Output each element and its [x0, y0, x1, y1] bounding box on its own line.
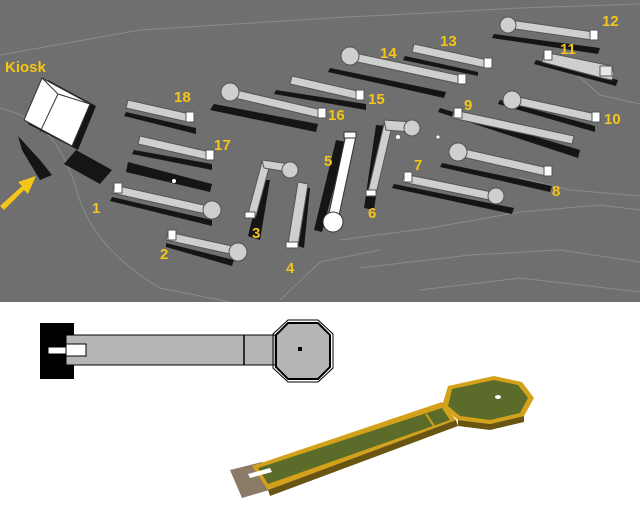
green-octagon [275, 322, 331, 380]
hole-top-view [30, 315, 340, 390]
lane-2-green [228, 242, 248, 262]
lane-1-green [202, 200, 222, 220]
lane-14-green [340, 46, 360, 66]
green-side-3d [458, 416, 524, 430]
hole-label-15: 15 [368, 91, 385, 108]
course-site-plan: Kiosk [0, 0, 640, 302]
hole-top-view-svg [40, 319, 334, 383]
green-outer-wall [272, 319, 334, 383]
tee-line [65, 343, 87, 357]
lane-side-3d [268, 420, 458, 496]
lane-turf-3d [258, 408, 450, 484]
hole-label-9: 9 [464, 97, 472, 114]
lane-3-green [281, 161, 299, 179]
lanes [111, 16, 615, 262]
lane-divider-3d [425, 413, 435, 427]
hole-label-14: 14 [380, 45, 397, 62]
lane-6-green [403, 119, 421, 137]
site-plan-svg: Kiosk [0, 0, 640, 302]
hole-label-10: 10 [604, 111, 621, 128]
cup-icon [172, 135, 440, 183]
lane-5-highlight [322, 131, 357, 233]
fairway [65, 334, 289, 366]
lane-8-green [448, 142, 468, 162]
lane-7-green [487, 187, 505, 205]
cup-icon [298, 347, 302, 351]
tee-3d [248, 468, 272, 478]
lane-12-green [499, 16, 517, 34]
hole-label-18: 18 [174, 89, 191, 106]
lane-10-green [502, 90, 522, 110]
hole-label-8: 8 [552, 183, 560, 200]
hole-label-1: 1 [92, 200, 100, 217]
hole-label-3: 3 [252, 225, 260, 242]
lane-9 [451, 109, 575, 145]
arrow-icon [0, 176, 36, 210]
green-turf-3d [448, 380, 528, 420]
hole-label-16: 16 [328, 107, 345, 124]
kiosk-label: Kiosk [5, 59, 47, 76]
hole-label-13: 13 [440, 33, 457, 50]
hole-label-12: 12 [602, 13, 619, 30]
hole-label-4: 4 [286, 260, 295, 277]
hole-label-6: 6 [368, 205, 376, 222]
hole-label-2: 2 [160, 246, 168, 263]
hole-3d-view-svg [230, 376, 534, 498]
hole-label-7: 7 [414, 157, 422, 174]
kiosk-building [23, 77, 112, 184]
cup-icon [495, 395, 501, 399]
hole-label-17: 17 [214, 137, 231, 154]
hole-number-labels: 1 2 3 4 5 6 7 8 9 10 11 12 13 14 15 16 1… [92, 13, 621, 277]
lane-16-green [220, 82, 240, 102]
hole-label-11: 11 [560, 41, 576, 58]
hole-3d-view [222, 362, 542, 512]
tee-mat [47, 346, 67, 355]
hole-label-5: 5 [324, 153, 332, 170]
